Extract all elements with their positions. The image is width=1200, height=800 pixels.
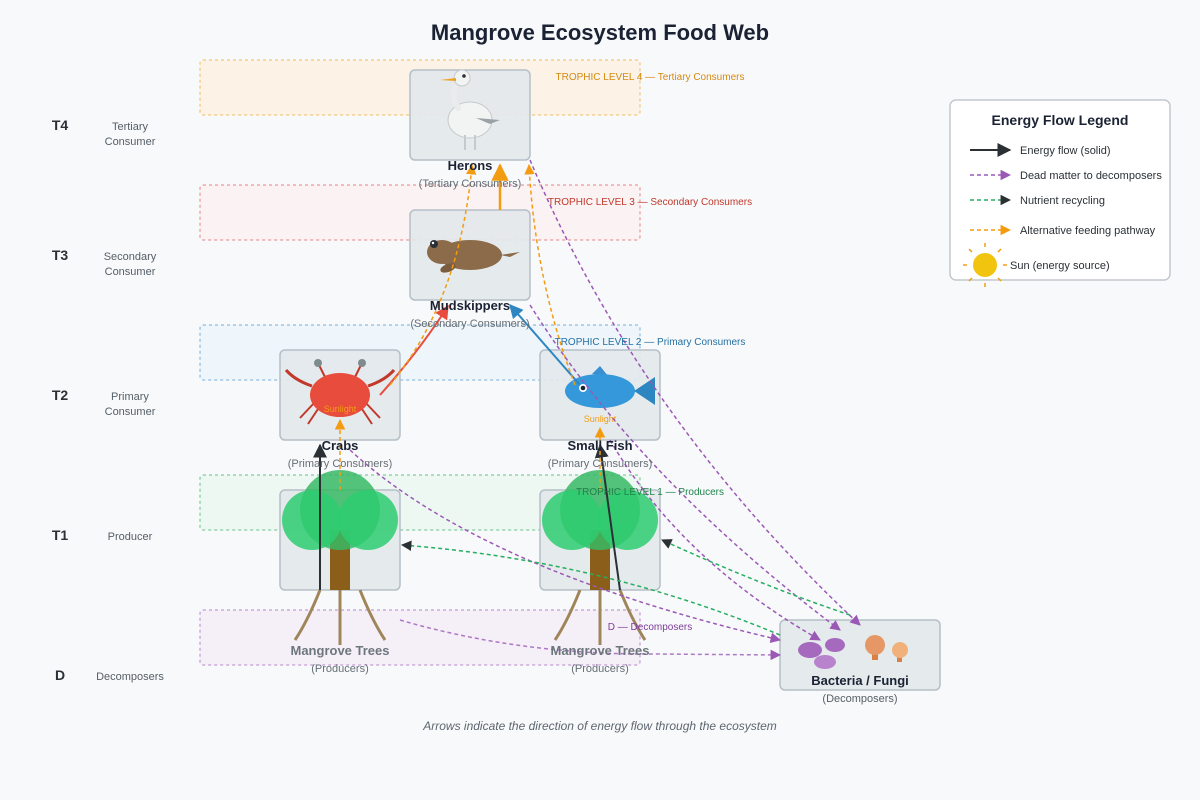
- crabs-name: Crabs: [322, 438, 359, 453]
- legend-label: Dead matter to decomposers: [1020, 170, 1162, 182]
- alt-arrow-crabs-to-herons: [389, 163, 477, 386]
- level-code: T1: [52, 527, 69, 543]
- crab-sunlight-badge: Sunlight: [324, 404, 357, 414]
- legend-label: Sun (energy source): [1010, 260, 1110, 272]
- band-label-t3: TROPHIC LEVEL 3 — Secondary Consumers: [548, 197, 752, 208]
- fish-role: (Primary Consumers): [548, 458, 653, 470]
- dead-matter-arrow-trees-left: [399, 619, 782, 661]
- legend-title: Energy Flow Legend: [992, 112, 1129, 128]
- dead-matter-arrow-herons: [529, 159, 861, 626]
- trees-left-role: (Producers): [311, 663, 368, 675]
- band-label-t1: TROPHIC LEVEL 1 — Producers: [576, 487, 724, 498]
- mangrove-tree-right-icon: [542, 470, 658, 645]
- herons-name: Herons: [448, 158, 493, 173]
- fish-icon: [565, 366, 655, 408]
- fish-name: Small Fish: [567, 438, 632, 453]
- level-code: T2: [52, 387, 69, 403]
- nutrient-arrow-to-trees-left: [400, 540, 781, 636]
- herons-role: (Tertiary Consumers): [419, 178, 522, 190]
- heron-icon: [440, 69, 500, 150]
- level-name-line: Consumer: [105, 406, 156, 418]
- trees-right-role: (Producers): [571, 663, 628, 675]
- level-name-line: Consumer: [105, 266, 156, 278]
- trees-right-name: Mangrove Trees: [551, 643, 650, 658]
- footer-caption: Arrows indicate the direction of energy …: [422, 719, 777, 733]
- crabs-role: (Primary Consumers): [288, 458, 393, 470]
- band-label-t4: TROPHIC LEVEL 4 — Tertiary Consumers: [556, 72, 745, 83]
- flow-arrows: [313, 159, 861, 661]
- legend: Energy Flow Legend Energy flow (solid) D…: [949, 99, 1171, 287]
- energy-arrow-trees-to-fish: [594, 443, 621, 591]
- band-label-t2: TROPHIC LEVEL 2 — Primary Consumers: [555, 337, 746, 348]
- diagram-title: Mangrove Ecosystem Food Web: [431, 20, 769, 45]
- level-code: T4: [52, 117, 69, 133]
- decomposers-role: (Decomposers): [822, 693, 897, 705]
- legend-label: Nutrient recycling: [1020, 195, 1105, 207]
- mudskippers-role: (Secondary Consumers): [410, 318, 529, 330]
- node-labels: Herons (Tertiary Consumers) Mudskippers …: [288, 158, 909, 705]
- mudskipper-icon: [427, 240, 520, 273]
- band-labels: TROPHIC LEVEL 4 — Tertiary Consumers TRO…: [548, 72, 752, 633]
- band-label-d: D — Decomposers: [608, 622, 692, 633]
- sun-icon: [963, 243, 1007, 287]
- level-name: Decomposers: [96, 671, 164, 683]
- level-name-line: Secondary: [104, 251, 157, 263]
- level-code: T3: [52, 247, 69, 263]
- level-name-line: Consumer: [105, 136, 156, 148]
- dead-matter-arrow-fish: [609, 439, 821, 641]
- level-code: D: [55, 667, 65, 683]
- bacteria-fungi-icon: [798, 635, 908, 669]
- trees-left-name: Mangrove Trees: [291, 643, 390, 658]
- nutrient-arrow-to-trees-right: [661, 539, 851, 616]
- mudskippers-name: Mudskippers: [430, 298, 510, 313]
- decomposers-name: Bacteria / Fungi: [811, 673, 909, 688]
- crab-icon: [284, 359, 396, 425]
- legend-label: Alternative feeding pathway: [1020, 225, 1156, 237]
- fish-sunlight-badge: Sunlight: [584, 414, 617, 424]
- dead-matter-arrow-mudskippers: [529, 304, 841, 631]
- band-d: [199, 609, 641, 666]
- predation-arrow-crabs-to-mudskippers: [379, 304, 449, 396]
- level-name-line: Tertiary: [112, 121, 149, 133]
- dead-matter-arrow-crabs: [349, 449, 782, 643]
- level-name-line: Primary: [111, 391, 149, 403]
- level-name: Producer: [108, 531, 153, 543]
- legend-label: Energy flow (solid): [1020, 145, 1110, 157]
